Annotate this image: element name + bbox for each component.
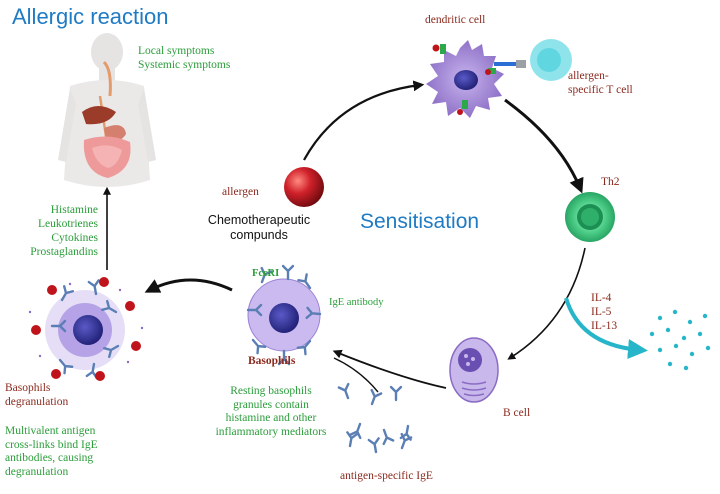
mediator-cytokines: Cytokines	[51, 232, 98, 244]
multivalent-antigen-note: Multivalent antigen cross-links bind IgE…	[5, 425, 98, 478]
chemotherapeutic-label: Chemotherapeutic compunds	[207, 213, 311, 242]
mediator-leukotrienes: Leukotrienes	[37, 218, 98, 230]
ige-antibody-label: IgE antibody	[329, 297, 384, 308]
human-body-icon	[58, 33, 156, 187]
arrow-ige-to-basophil	[333, 357, 379, 393]
symptom-local: Local symptoms	[138, 45, 215, 57]
dendritic-cell-icon	[426, 40, 526, 118]
resting-basophils-note: Resting basophils granules contain hista…	[215, 385, 327, 438]
mediator-prostaglandins: Prostaglandins	[30, 246, 98, 258]
il-5-label: IL-5	[591, 306, 612, 318]
th2-cell-icon	[565, 192, 615, 242]
allergen-label: allergen	[222, 186, 259, 198]
t-cell-icon	[530, 39, 572, 81]
allergen-icon	[284, 167, 324, 207]
basophils-degranulation-label: Basophils degranulation	[5, 382, 69, 408]
ige-antibodies-icon	[337, 382, 415, 455]
t-cell-label: allergen- specific T cell	[568, 70, 633, 96]
symptom-systemic: Systemic symptoms	[138, 59, 231, 71]
dendritic-cell-label: dendritic cell	[425, 14, 486, 26]
arrow-bcell-to-basophil	[332, 349, 447, 389]
b-cell-label: B cell	[503, 407, 531, 419]
degranulating-basophil-icon	[28, 277, 144, 381]
cycle-arrows	[103, 80, 586, 393]
sensitisation-label: Sensitisation	[360, 210, 480, 233]
il-4-label: IL-4	[591, 292, 612, 304]
antigen-specific-ige-label: antigen-specific IgE	[340, 470, 433, 482]
basophils-label: Basophils	[248, 355, 296, 367]
th2-label: Th2	[601, 176, 620, 188]
resting-basophil-icon	[246, 264, 322, 366]
arrow-allergen-to-dendritic	[303, 80, 425, 161]
il-13-label: IL-13	[591, 320, 618, 332]
b-cell-icon	[449, 337, 499, 403]
mediator-histamine: Histamine	[50, 204, 98, 216]
arrow-interleukins-to-cytokines	[564, 297, 648, 359]
page-title: Allergic reaction	[12, 4, 169, 29]
arrow-th2-to-bcell	[507, 247, 586, 360]
arrow-dendritic-to-th2	[504, 98, 584, 194]
arrow-basophil-to-degranulation	[144, 278, 233, 293]
fceri-receptor-label: FcεRI	[252, 268, 280, 279]
cytokine-dots-icon	[649, 309, 711, 371]
